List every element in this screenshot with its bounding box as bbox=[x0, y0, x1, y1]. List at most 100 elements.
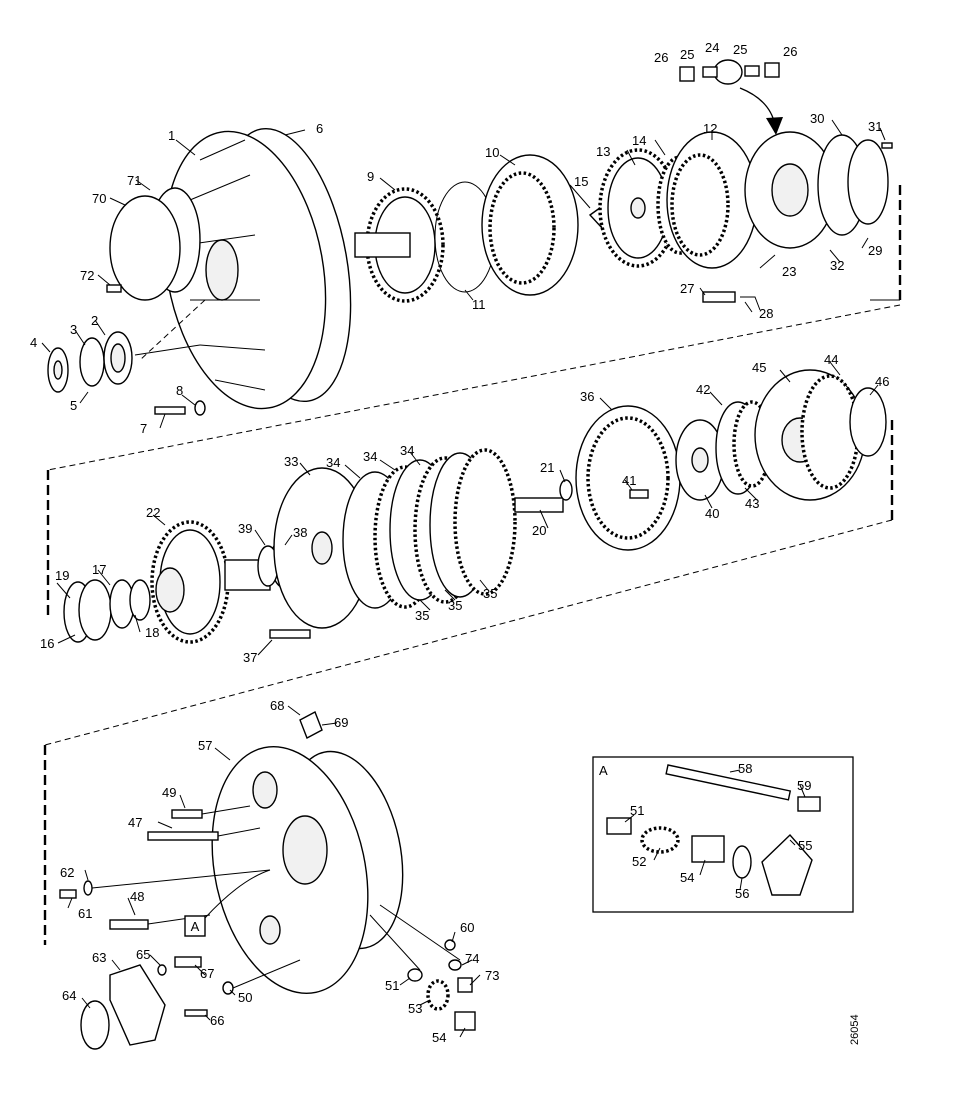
callout-9: 9 bbox=[367, 169, 374, 184]
callout-34c: 34 bbox=[400, 443, 414, 458]
ring-21 bbox=[559, 479, 573, 501]
row-2-assembly bbox=[63, 369, 887, 644]
callout-labels: 1 2 3 4 5 6 7 8 9 10 11 12 13 14 15 16 1… bbox=[30, 40, 889, 1045]
ring-65 bbox=[157, 964, 167, 976]
inset-a-detail: A bbox=[592, 756, 854, 913]
callout-60: 60 bbox=[460, 920, 474, 935]
bolt-37 bbox=[269, 629, 311, 639]
callout-52: 52 bbox=[632, 854, 646, 869]
cup-54a bbox=[691, 835, 725, 863]
callout-8: 8 bbox=[176, 383, 183, 398]
callout-58: 58 bbox=[738, 761, 752, 776]
callout-48: 48 bbox=[130, 889, 144, 904]
callout-45: 45 bbox=[752, 360, 766, 375]
ring-45 bbox=[800, 374, 860, 490]
callout-66: 66 bbox=[210, 1013, 224, 1028]
callout-30: 30 bbox=[810, 111, 824, 126]
bolt-48 bbox=[109, 919, 149, 930]
callout-23: 23 bbox=[782, 264, 796, 279]
plug-51b bbox=[407, 968, 423, 982]
callout-12: 12 bbox=[703, 121, 717, 136]
callout-62: 62 bbox=[60, 865, 74, 880]
callout-1: 1 bbox=[168, 128, 175, 143]
cover-70 bbox=[109, 195, 181, 301]
callout-74: 74 bbox=[465, 951, 479, 966]
callout-19: 19 bbox=[55, 568, 69, 583]
callout-70: 70 bbox=[92, 191, 106, 206]
plug-26b bbox=[764, 62, 780, 78]
pin-67 bbox=[174, 956, 202, 968]
callout-15: 15 bbox=[574, 174, 588, 189]
spring-52 bbox=[640, 826, 680, 854]
callout-65: 65 bbox=[136, 947, 150, 962]
callout-73: 73 bbox=[485, 968, 499, 983]
callout-7: 7 bbox=[140, 421, 147, 436]
callout-51b: 51 bbox=[385, 978, 399, 993]
callout-35b: 35 bbox=[448, 598, 462, 613]
callout-22: 22 bbox=[146, 505, 160, 520]
callout-50: 50 bbox=[238, 990, 252, 1005]
callout-59: 59 bbox=[797, 778, 811, 793]
callout-36: 36 bbox=[580, 389, 594, 404]
spring-25a bbox=[702, 66, 718, 78]
callout-10: 10 bbox=[485, 145, 499, 160]
callout-20: 20 bbox=[532, 523, 546, 538]
callout-69: 69 bbox=[334, 715, 348, 730]
callout-53: 53 bbox=[408, 1001, 422, 1016]
shaft-20 bbox=[514, 497, 564, 513]
plate-29 bbox=[847, 139, 889, 225]
callout-43: 43 bbox=[745, 496, 759, 511]
detail-marker-label: A bbox=[191, 919, 200, 934]
row-3-assembly: A bbox=[59, 711, 476, 1050]
callout-56: 56 bbox=[735, 886, 749, 901]
washer-8 bbox=[194, 400, 206, 416]
disc-64 bbox=[80, 1000, 110, 1050]
callout-18: 18 bbox=[145, 625, 159, 640]
bolt-66 bbox=[184, 1009, 208, 1017]
valve-body-24 bbox=[713, 59, 743, 85]
clip-68 bbox=[299, 711, 323, 739]
callout-63: 63 bbox=[92, 950, 106, 965]
callout-27: 27 bbox=[680, 281, 694, 296]
callout-38: 38 bbox=[293, 525, 307, 540]
callout-26a: 26 bbox=[654, 50, 668, 65]
callout-13: 13 bbox=[596, 144, 610, 159]
callout-17: 17 bbox=[92, 562, 106, 577]
callout-5: 5 bbox=[70, 398, 77, 413]
bolt-7 bbox=[154, 406, 186, 415]
callout-40: 40 bbox=[705, 506, 719, 521]
bearing-16 bbox=[78, 579, 112, 641]
callout-64: 64 bbox=[62, 988, 76, 1003]
callout-16: 16 bbox=[40, 636, 54, 651]
seal-18 bbox=[129, 579, 151, 621]
shaft-9 bbox=[354, 232, 411, 258]
cap-55 bbox=[761, 833, 813, 896]
callout-47: 47 bbox=[128, 815, 142, 830]
callout-21: 21 bbox=[540, 460, 554, 475]
callout-35a: 35 bbox=[415, 608, 429, 623]
cap-73 bbox=[457, 977, 473, 993]
disc-35c bbox=[453, 448, 517, 596]
callout-51a: 51 bbox=[630, 803, 644, 818]
bolt-72 bbox=[106, 284, 122, 293]
callout-6: 6 bbox=[316, 121, 323, 136]
callout-28: 28 bbox=[759, 306, 773, 321]
detail-marker-box bbox=[184, 915, 206, 937]
rod-58 bbox=[665, 764, 792, 801]
bolt-41 bbox=[629, 489, 649, 499]
callout-25a: 25 bbox=[680, 47, 694, 62]
callout-2: 2 bbox=[91, 313, 98, 328]
callout-14: 14 bbox=[632, 133, 646, 148]
callout-4: 4 bbox=[30, 335, 37, 350]
callout-68: 68 bbox=[270, 698, 284, 713]
callout-54b: 54 bbox=[432, 1030, 446, 1045]
spring-25b bbox=[744, 65, 760, 77]
callout-35c: 35 bbox=[483, 586, 497, 601]
callout-67: 67 bbox=[200, 966, 214, 981]
cap-46 bbox=[849, 387, 887, 457]
callout-33: 33 bbox=[284, 454, 298, 469]
callout-31: 31 bbox=[868, 119, 882, 134]
row-1-assembly bbox=[47, 59, 893, 416]
cup-54b bbox=[454, 1011, 476, 1031]
